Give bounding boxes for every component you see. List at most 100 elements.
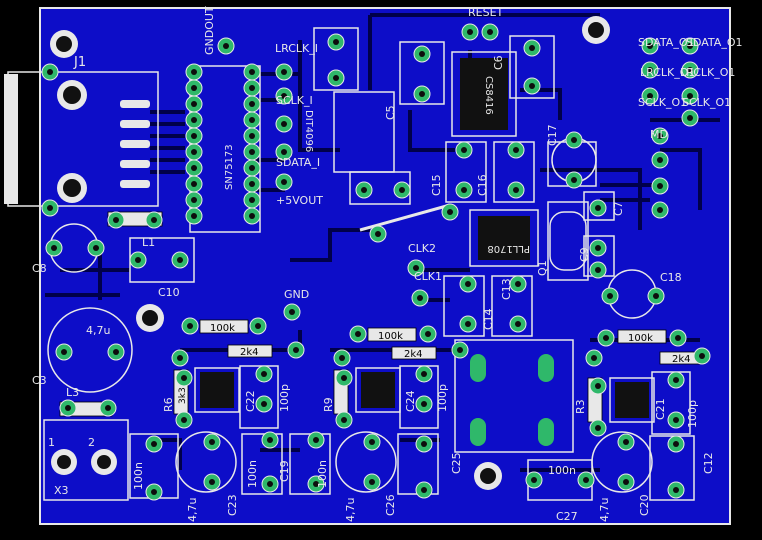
pad-hole	[421, 371, 427, 377]
pad-hole	[255, 323, 261, 329]
pad-hole	[591, 355, 597, 361]
label-c8: C8	[32, 262, 47, 275]
pad-hole	[281, 93, 287, 99]
label-gndout: GNDOUT	[203, 6, 216, 55]
label-c10: C10	[158, 286, 180, 299]
pad-hole	[515, 321, 521, 327]
pad-hole	[355, 331, 361, 337]
pad-hole	[65, 405, 71, 411]
label-c7: C7	[612, 201, 625, 216]
label-r3k3: 3k3	[178, 387, 188, 404]
label-100n-d: 100n	[548, 464, 576, 477]
pad-hole	[653, 293, 659, 299]
label-r100k-c: 100k	[628, 333, 653, 344]
label-r2k4-b: 2k4	[404, 349, 423, 360]
pad-hole	[657, 183, 663, 189]
pad-hole	[595, 267, 601, 273]
pad-hole	[657, 157, 663, 163]
label-sdata-o1-a: SDATA_O1	[638, 36, 694, 49]
pad-hole	[249, 117, 255, 123]
label-c17: C17	[546, 124, 559, 146]
label-c23: C23	[226, 494, 239, 516]
label-chip-dit: DIT4096	[303, 110, 314, 152]
pad-hole	[289, 309, 295, 315]
pad-hole	[529, 45, 535, 51]
label-gnd: GND	[284, 288, 309, 301]
label-chip-pll: PLL1708	[487, 243, 530, 254]
pad-hole	[647, 67, 653, 73]
pad-hole	[151, 489, 157, 495]
pad-hole	[369, 479, 375, 485]
label-l1: L1	[142, 236, 155, 249]
pad-hole	[419, 91, 425, 97]
pad-hole	[249, 213, 255, 219]
pad-hole	[529, 83, 535, 89]
pads	[41, 23, 711, 501]
usb-connector-j1	[4, 74, 150, 204]
label-c26: C26	[384, 494, 397, 516]
pad-hole	[413, 265, 419, 271]
pad-hole	[465, 321, 471, 327]
pad-hole	[191, 213, 197, 219]
pad-hole	[281, 121, 287, 127]
label-sdata-o1-b: SDATA_O1	[686, 36, 742, 49]
pad-hole	[647, 43, 653, 49]
label-r100k-a: 100k	[210, 323, 235, 334]
pad-hole	[419, 51, 425, 57]
label-cap-4u7-d: 4,7u	[598, 498, 611, 522]
pad-hole	[647, 93, 653, 99]
pad-hole	[675, 335, 681, 341]
pad-hole	[687, 93, 693, 99]
label-r2k4-c: 2k4	[672, 354, 691, 365]
pad-hole	[267, 481, 273, 487]
label-sclk-o1-a: SCLK_O1	[638, 96, 687, 109]
label-c21: C21	[654, 398, 667, 420]
pad-hole	[341, 417, 347, 423]
pad-hole	[51, 245, 57, 251]
pad-hole	[425, 331, 431, 337]
pad-hole	[333, 75, 339, 81]
label-100n-a: 100n	[132, 462, 145, 490]
label-c15: C15	[430, 174, 443, 196]
pad-hole	[105, 405, 111, 411]
pad-hole	[249, 197, 255, 203]
label-c27: C27	[556, 510, 578, 523]
label-c24: C24	[404, 390, 417, 412]
label-x3: X3	[54, 484, 69, 497]
pad-hole	[249, 133, 255, 139]
pad-hole	[191, 149, 197, 155]
label-100n-c: 100n	[316, 460, 329, 488]
pad-hole	[293, 347, 299, 353]
pad-hole	[421, 441, 427, 447]
pad-hole	[699, 353, 705, 359]
oval-pad	[470, 354, 486, 382]
label-c3: C3	[32, 374, 47, 387]
label-reset: RESET	[468, 6, 504, 19]
pad-hole	[191, 101, 197, 107]
label-r3: R3	[574, 399, 587, 414]
oval-pad	[470, 418, 486, 446]
pad-hole	[417, 295, 423, 301]
pad-hole	[531, 477, 537, 483]
pad-hole	[595, 245, 601, 251]
label-c19: C19	[278, 460, 291, 482]
pad-hole	[447, 209, 453, 215]
label-c16: C16	[476, 174, 489, 196]
silkscreen-labels: GNDOUT J1 RESET LRCLK_I SCLK_I SDATA_I +…	[32, 6, 742, 523]
pad-hole	[571, 137, 577, 143]
pad-hole	[673, 441, 679, 447]
pad-hole	[461, 147, 467, 153]
pad-hole	[281, 149, 287, 155]
label-chip-sn: SN75173	[224, 144, 235, 190]
pad-hole	[209, 439, 215, 445]
label-md: MD	[650, 128, 668, 141]
pad-hole	[607, 293, 613, 299]
pad-hole	[513, 147, 519, 153]
pad-hole	[191, 181, 197, 187]
pad-hole	[333, 39, 339, 45]
pad-hole	[249, 101, 255, 107]
pad-hole	[361, 187, 367, 193]
label-c14: C14	[482, 308, 495, 330]
pad-hole	[151, 217, 157, 223]
pad-hole	[341, 375, 347, 381]
